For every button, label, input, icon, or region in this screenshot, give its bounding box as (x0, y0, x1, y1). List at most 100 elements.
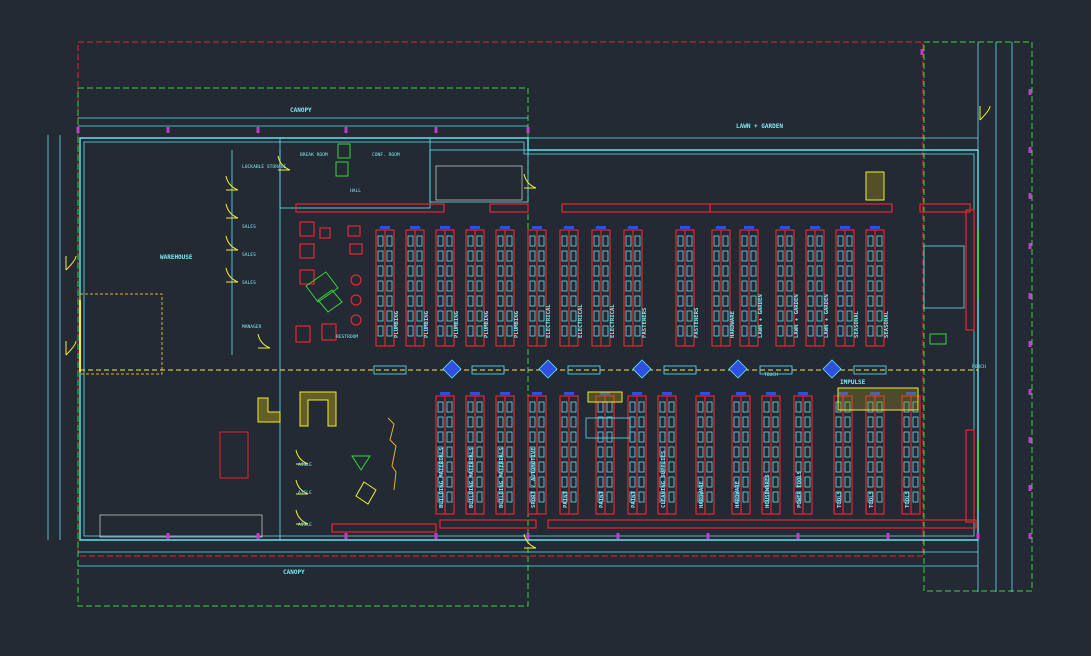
upper-aisle-label: PLUMBING (424, 310, 430, 338)
column-markers (76, 49, 1032, 539)
column-marker-icon (434, 127, 438, 133)
display-diamond-icon (442, 359, 462, 379)
column-marker-icon (1028, 533, 1032, 539)
upper-aisle-label: SEASONAL (854, 310, 860, 338)
canopy-bottom-label: CANOPY (283, 569, 305, 576)
column-marker-icon (344, 127, 348, 133)
column-marker-icon (1028, 89, 1032, 95)
upper-aisle-label: ELECTRICAL (610, 304, 616, 338)
lower-aisle-label: BUILDING MATERIALS (439, 447, 445, 508)
door-swings (65, 105, 991, 549)
upper-aisle-label: HARDWARE (730, 311, 736, 338)
upper-gondola: SEASONAL (865, 226, 890, 347)
door-swing-icon (65, 340, 77, 356)
door-swing-icon (225, 203, 239, 219)
lower-gondola: TOOLS (833, 392, 853, 515)
canopy-top-label: CANOPY (290, 107, 312, 114)
diamond-displays (373, 359, 887, 379)
upper-aisle-label: LAWN + GARDEN (794, 294, 800, 338)
lawn-garden-top-label: LAWN + GARDEN (736, 123, 783, 130)
sales-label-3: SALES (242, 280, 256, 286)
loading-area (79, 293, 163, 375)
upper-aisle-label: LAWN + GARDEN (824, 294, 830, 338)
lower-aisle-label: HOUSEWARES (765, 474, 771, 508)
door-swing-icon (225, 235, 239, 251)
lower-gondola: TOOLS (865, 392, 885, 515)
lower-gondola: PAINT (559, 392, 579, 515)
column-marker-icon (344, 533, 348, 539)
column-marker-icon (1028, 147, 1032, 153)
door-swing-icon (295, 509, 309, 525)
lower-gondola: SPORT / AUTOMOTIVE (527, 392, 547, 515)
column-marker-icon (166, 127, 170, 133)
column-marker-icon (706, 533, 710, 539)
column-marker-icon (920, 49, 924, 55)
column-marker-icon (1028, 293, 1032, 299)
lower-aisle-gondolas: BUILDING MATERIALS BUILDING MATERIALS BUIL… (435, 392, 921, 515)
upper-aisle-label: PLUMBING (484, 310, 490, 338)
lower-gondola: CLEANING SUPPLIES (657, 392, 677, 515)
lower-gondola: BUILDING MATERIALS (495, 392, 515, 515)
lower-aisle-label: POWER TOOLS (797, 470, 803, 508)
lower-gondola: PAINT (595, 392, 615, 515)
column-marker-icon (256, 127, 260, 133)
column-marker-icon (1028, 243, 1032, 249)
upper-gondola: ELECTRICAL (591, 226, 616, 347)
break-room-label: BREAK ROOM (300, 152, 328, 158)
upper-aisle-label: LAWN + GARDEN (758, 294, 764, 338)
upper-gondola: PLUMBING (375, 226, 400, 347)
impulse-label: IMPULSE (840, 379, 866, 386)
upper-gondola: ELECTRICAL (527, 226, 552, 347)
column-marker-icon (796, 533, 800, 539)
lower-aisle-label: HARDWARE (735, 481, 741, 508)
column-marker-icon (1028, 485, 1032, 491)
upper-aisle-gondolas: PLUMBING PLUMBING PLUMBING PLUMBING PLUMBING… (375, 226, 890, 347)
column-marker-icon (526, 127, 530, 133)
upper-aisle-label: PLUMBING (394, 310, 400, 338)
column-marker-icon (1028, 437, 1032, 443)
hall-label: HALL (350, 188, 361, 194)
door-swing-icon (65, 255, 77, 271)
door-swing-icon (979, 105, 991, 121)
door-swing-icon (225, 175, 239, 191)
door-swing-icon (295, 479, 309, 495)
column-marker-icon (616, 533, 620, 539)
door-swing-icon (277, 155, 291, 171)
upper-aisle-label: ELECTRICAL (578, 304, 584, 338)
lower-gondola: HARDWARE (731, 392, 751, 515)
upper-gondola: HARDWARE (711, 226, 736, 347)
aisle-label-2: AISLE (298, 490, 312, 496)
column-marker-icon (886, 533, 890, 539)
upper-aisle-label: FASTENERS (642, 307, 648, 338)
upper-aisle-label: SEASONAL (884, 310, 890, 338)
upper-gondola: PLUMBING (435, 226, 460, 347)
upper-gondola: PLUMBING (495, 226, 520, 347)
upper-gondola: FASTENERS (675, 226, 700, 347)
lower-aisle-label: HARDWARE (699, 481, 705, 508)
door-swing-icon (295, 449, 309, 465)
sales-label-1: SALES (242, 224, 256, 230)
upper-aisle-label: ELECTRICAL (546, 304, 552, 338)
lower-gondola: POWER TOOLS (793, 392, 813, 515)
display-diamond-icon (538, 359, 558, 379)
display-diamond-icon (355, 481, 377, 505)
sales-label-2: SALES (242, 252, 256, 258)
touch-label: TOUCH (764, 372, 778, 378)
restroom-label: RESTROOM (336, 334, 358, 340)
column-marker-icon (76, 127, 80, 133)
upper-gondola: ELECTRICAL (559, 226, 584, 347)
lower-aisle-label: BUILDING MATERIALS (469, 447, 475, 508)
lower-gondola: BUILDING MATERIALS (465, 392, 485, 515)
upper-gondola: LAWN + GARDEN (805, 226, 830, 347)
lower-gondola: HOUSEWARES (761, 392, 781, 515)
upper-gondola: FASTENERS (623, 226, 648, 347)
canopy-outline-green (77, 87, 529, 607)
door-swing-icon (257, 333, 271, 349)
column-marker-icon (1028, 193, 1032, 199)
column-marker-icon (976, 533, 980, 539)
display-diamond-icon (632, 359, 652, 379)
lower-aisle-label: TOOLS (905, 491, 911, 508)
door-swing-icon (225, 267, 239, 283)
lockable-storage-label: LOCKABLE STORAGE (242, 164, 286, 170)
